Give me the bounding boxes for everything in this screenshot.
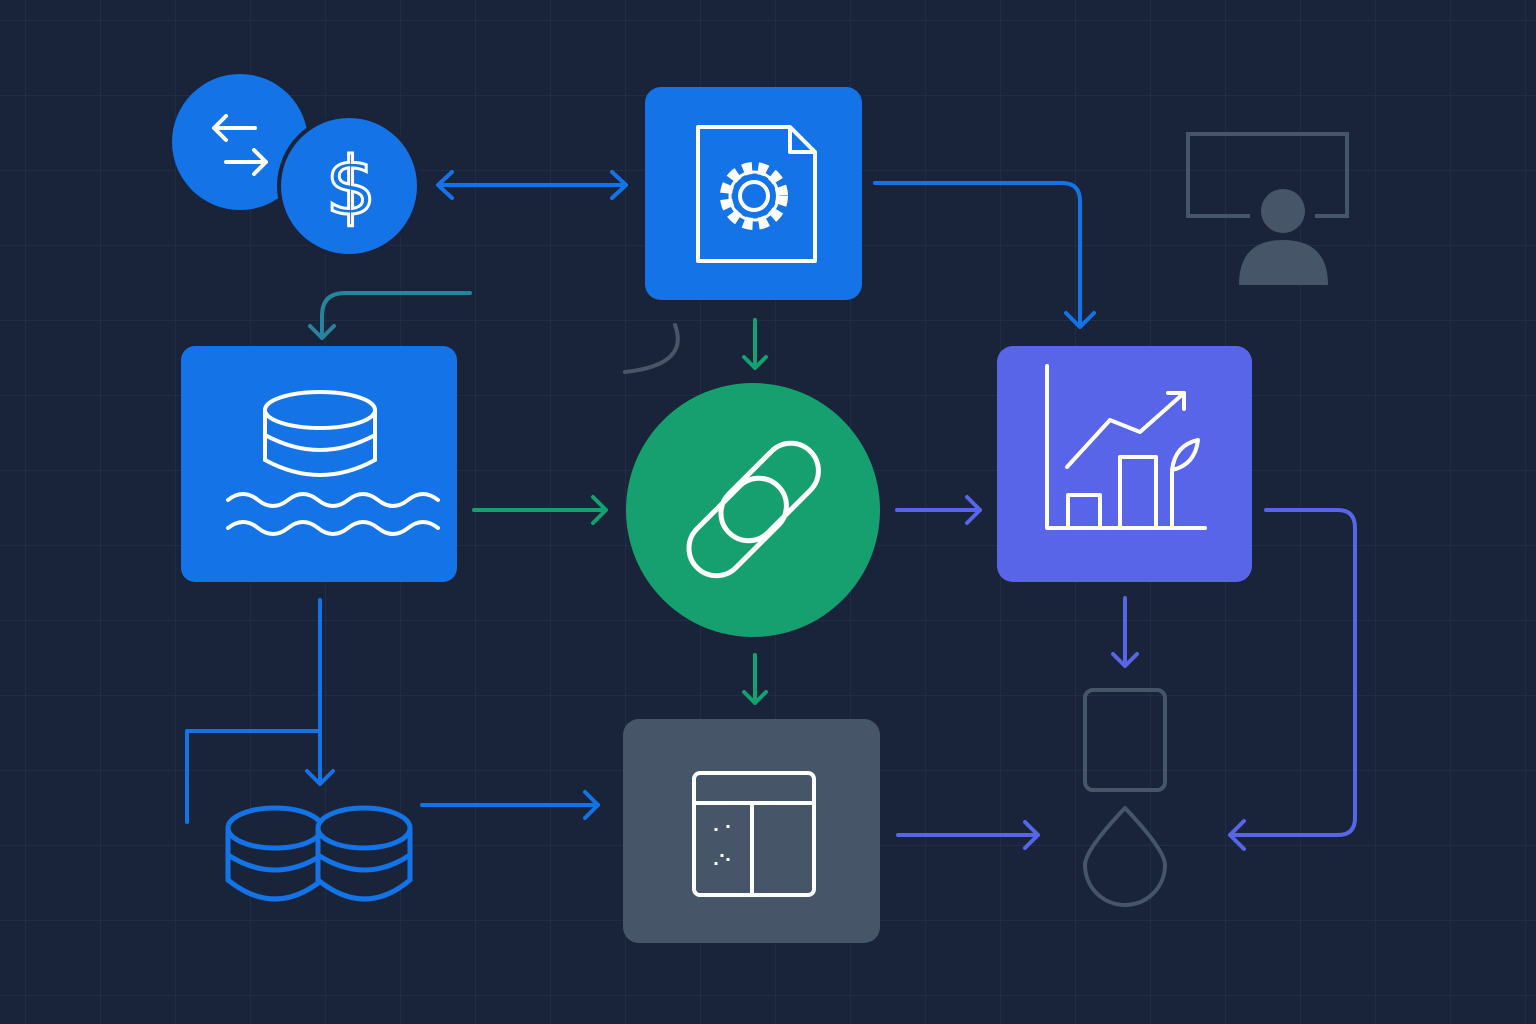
connector-analytics-drop bbox=[1228, 508, 1357, 851]
user-presentation-icon bbox=[1186, 132, 1349, 285]
growth-chart-icon bbox=[1045, 364, 1207, 530]
connector-databases-table bbox=[420, 790, 600, 820]
node-data-lake[interactable] bbox=[181, 346, 457, 582]
connector-datalake-hub bbox=[472, 495, 608, 525]
connector-hub-analytics bbox=[895, 495, 982, 525]
node-databases[interactable] bbox=[225, 805, 413, 902]
database-cluster-icon bbox=[225, 805, 413, 902]
connector-exchange-document bbox=[436, 170, 628, 200]
table-layout-icon bbox=[692, 771, 816, 897]
document-gear-icon bbox=[696, 125, 817, 263]
node-currency[interactable]: $ bbox=[277, 114, 421, 258]
rectangle-outline-icon[interactable] bbox=[1083, 688, 1167, 792]
drop-icon[interactable] bbox=[1083, 806, 1167, 907]
connector-document-analytics bbox=[873, 181, 1096, 329]
database-waves-icon bbox=[226, 390, 440, 536]
node-analytics[interactable] bbox=[997, 346, 1252, 582]
connector-hub-table bbox=[742, 653, 768, 705]
exchange-arrows-icon bbox=[212, 114, 268, 176]
link-icon bbox=[686, 440, 821, 579]
connector-table-drop bbox=[896, 820, 1040, 850]
node-user-monitor[interactable] bbox=[1186, 132, 1349, 285]
connector-curve-to-datalake bbox=[308, 291, 472, 340]
dollar-icon: $ bbox=[326, 140, 377, 233]
node-exchange[interactable] bbox=[172, 74, 308, 210]
connector-faded-arc bbox=[623, 323, 680, 374]
connector-document-hub bbox=[742, 318, 768, 370]
connector-datalake-databases bbox=[185, 598, 335, 824]
node-integration-hub[interactable] bbox=[626, 383, 880, 637]
node-config-document[interactable] bbox=[645, 87, 862, 300]
connector-analytics-container bbox=[1111, 596, 1139, 668]
node-table-view[interactable] bbox=[623, 719, 880, 943]
